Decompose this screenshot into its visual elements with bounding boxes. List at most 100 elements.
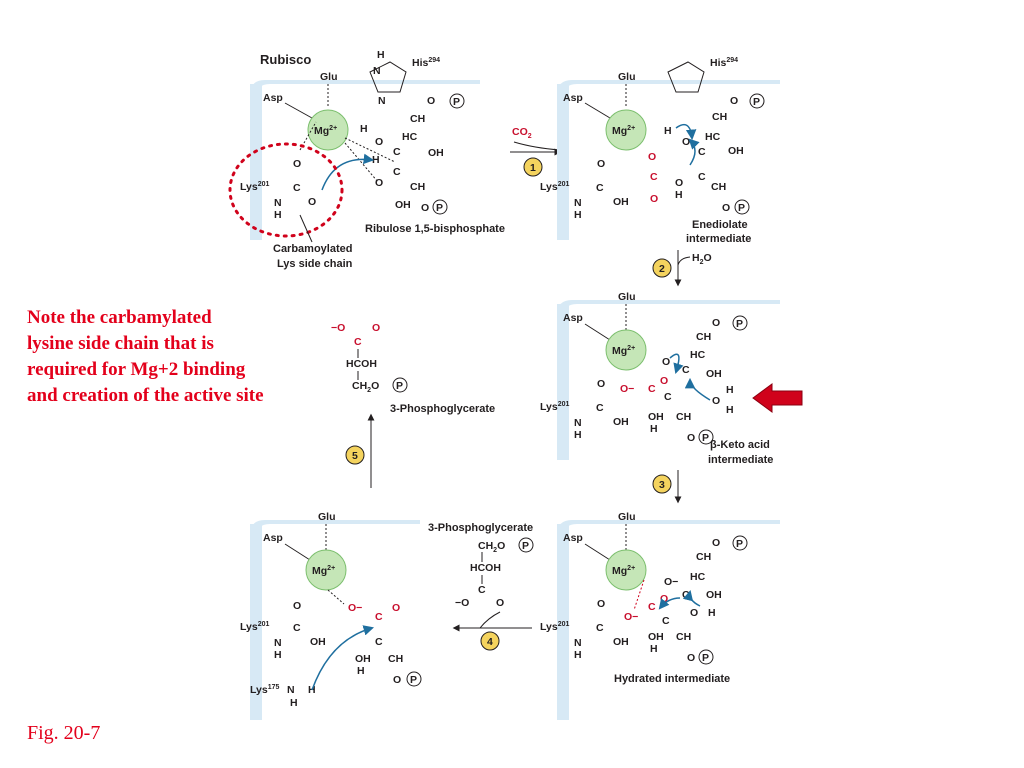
svg-text:Glu: Glu [318,511,336,523]
phosphate-icon: P [453,96,460,108]
svg-text:Glu: Glu [618,291,636,303]
svg-text:CH: CH [410,113,425,125]
svg-text:Mg2+: Mg2+ [612,565,635,577]
step-badge: 3 [659,479,665,491]
svg-text:Asp: Asp [563,532,583,544]
svg-text:H: H [708,607,716,619]
svg-text:H: H [372,154,380,166]
svg-text:intermediate: intermediate [686,233,751,245]
svg-text:H: H [675,189,683,201]
svg-text:O−: O− [624,611,638,623]
svg-text:C: C [698,171,706,183]
svg-text:O: O [690,607,698,619]
enzyme-body [250,524,262,720]
svg-text:C: C [293,182,301,194]
svg-text:C: C [293,622,301,634]
enzyme-body [557,524,569,720]
svg-text:H: H [574,429,582,441]
svg-text:C: C [648,601,656,613]
svg-text:OH: OH [395,199,411,211]
svg-text:Asp: Asp [263,532,283,544]
svg-text:−O: −O [331,322,345,334]
svg-text:H: H [574,209,582,221]
step-4-arrow: 4 [452,611,532,651]
svg-text:O: O [675,177,683,189]
svg-text:Enediolate: Enediolate [692,219,748,231]
svg-text:H: H [360,123,368,135]
svg-text:O: O [393,674,401,686]
phosphate-icon: P [736,538,743,550]
svg-text:O: O [375,177,383,189]
phosphate-icon: P [753,96,760,108]
step-5-arrow: 5 [345,413,375,488]
co2-label: CO2 [512,126,532,140]
svg-text:H: H [290,697,298,709]
svg-text:OH: OH [310,636,326,648]
svg-text:N: N [574,417,582,429]
svg-text:N: N [574,197,582,209]
svg-text:Mg2+: Mg2+ [312,565,335,577]
phosphate-icon: P [396,380,403,392]
pointer-arrow-icon [752,383,803,413]
note-line: lysine side chain that is [27,333,214,354]
svg-text:H: H [274,209,282,221]
svg-text:intermediate: intermediate [708,454,773,466]
svg-text:O: O [687,652,695,664]
svg-text:CH: CH [711,181,726,193]
svg-text:OH: OH [613,196,629,208]
step-1-arrow: CO2 1 [510,126,562,177]
svg-text:O: O [372,322,380,334]
svg-text:O: O [597,378,605,390]
svg-text:H: H [574,649,582,661]
svg-text:CH: CH [696,331,711,343]
svg-text:H: H [650,423,658,435]
svg-text:O: O [712,317,720,329]
svg-text:H: H [664,125,672,137]
svg-text:H: H [308,684,316,696]
svg-text:His294: His294 [710,57,738,69]
svg-text:CH: CH [410,181,425,193]
svg-text:O: O [660,375,668,387]
svg-text:CH: CH [676,411,691,423]
panel-rubisco-substrate: Rubisco Glu Asp Mg2+ H N N His294 H O C … [228,49,505,270]
svg-text:N: N [373,65,381,77]
svg-text:HCOH: HCOH [346,358,377,370]
step-2-arrow: 2 H2O [652,250,712,287]
histidine-ring [667,61,705,93]
svg-text:−O: −O [455,597,469,609]
svg-text:C: C [375,636,383,648]
svg-text:HCOH: HCOH [470,562,501,574]
note-line: and creation of the active site [27,385,264,406]
svg-text:3-Phosphoglycerate: 3-Phosphoglycerate [390,403,495,415]
phosphate-icon: P [410,674,417,686]
mg-ion [305,549,347,591]
panel-product-release: Glu Asp Mg2+ O− C O C OH H CH O P O C OH… [240,511,422,720]
svg-text:OH: OH [648,411,664,423]
svg-text:CH: CH [696,551,711,563]
mg-ion [307,109,349,151]
svg-text:OH: OH [613,416,629,428]
asp-label: Asp [263,92,283,104]
svg-text:C: C [682,589,690,601]
svg-text:H: H [274,649,282,661]
callout-line-1: Carbamoylated [273,243,352,255]
his-label: His294 [412,57,440,69]
mg-label: Mg2+ [314,125,337,137]
step-badge: 5 [352,450,358,462]
lys201-label: Lys201 [540,181,570,193]
svg-text:C: C [393,166,401,178]
glu-label: Glu [320,71,338,83]
svg-text:Mg2+: Mg2+ [612,125,635,137]
svg-text:O: O [496,597,504,609]
svg-text:C: C [648,383,656,395]
svg-text:N: N [287,684,295,696]
svg-text:C: C [596,182,604,194]
lys201-label: Lys201 [240,181,270,193]
svg-text:OH: OH [706,368,722,380]
svg-text:H: H [726,384,734,396]
svg-text:O: O [293,600,301,612]
svg-text:O: O [648,151,656,163]
svg-text:C: C [375,611,383,623]
mg-ion [605,329,647,371]
svg-text:OH: OH [613,636,629,648]
